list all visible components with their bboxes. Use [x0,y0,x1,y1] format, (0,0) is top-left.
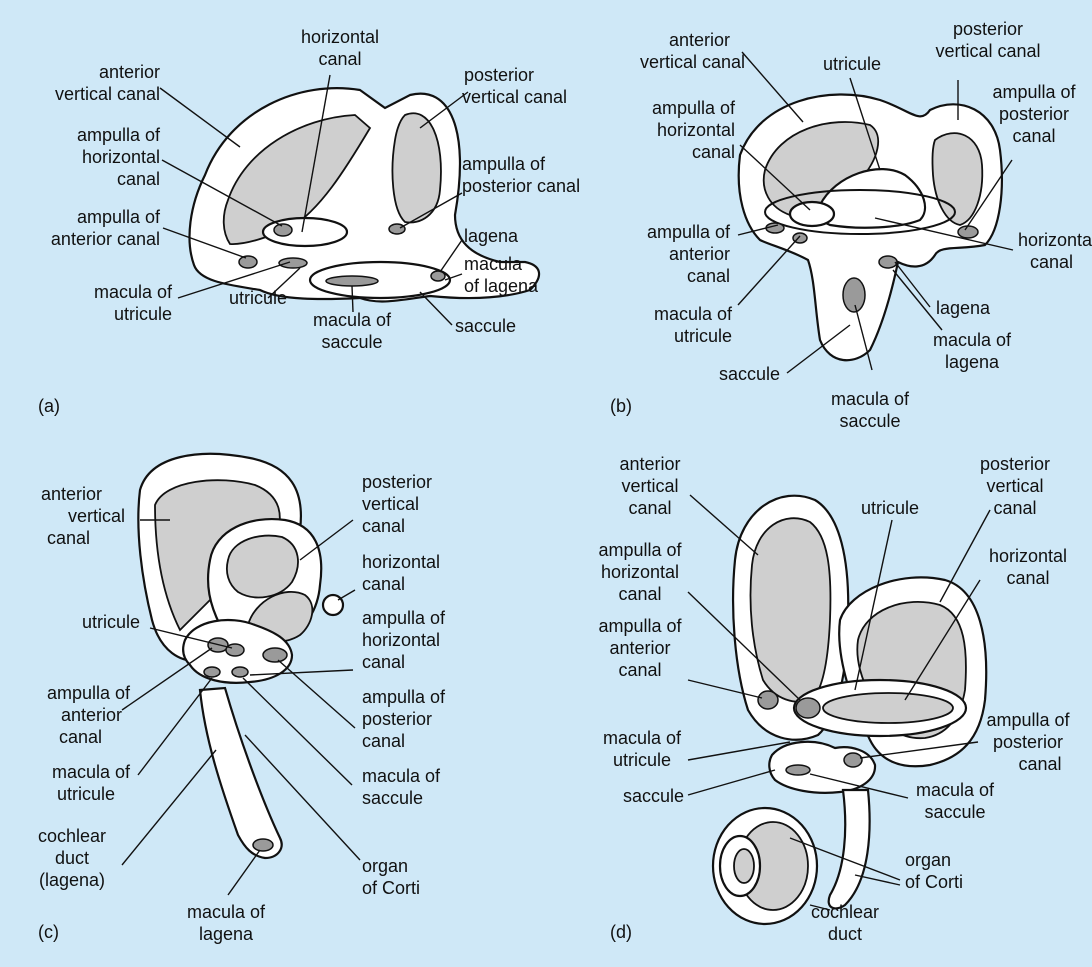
panel-a-macula-lagena [431,271,445,281]
panel-a-ampulla-posterior [389,224,405,234]
panel-a-ampulla-anterior [239,256,257,268]
panel-c-tag: (c) [38,922,59,942]
panel-c-macula-saccule [232,667,248,677]
panel-b-lagena-spot [879,256,897,268]
panel-b-ampulla-posterior [958,226,978,238]
panel-a-macula-saccule [326,276,378,286]
panel-b-macula-saccule [843,278,865,312]
label-b-utricule: utricule [823,54,881,74]
panel-d-ampulla-posterior [844,753,862,767]
panel-c-macula-utricule [204,667,220,677]
panel-c-ampulla-posterior [263,648,287,662]
panel-d-ampulla-anterior [758,691,778,709]
panel-d-tag: (d) [610,922,632,942]
panel-c-cochlear-duct [200,688,282,858]
label-c-utricule: utricule [82,612,140,632]
panel-a-tag: (a) [38,396,60,416]
panel-d-cochlear-duct-stem [829,790,870,908]
label-b-saccule: saccule [719,364,780,384]
panel-c-ampulla-horizontal [226,644,244,656]
panel-d-horizontal-canal-lumen [823,693,953,723]
label-a-utricule: utricule [229,288,287,308]
label-a-lagena: lagena [464,226,519,246]
panel-d-macula-saccule [786,765,810,775]
panel-a-macula-utricule [279,258,307,268]
panel-c-horizontal-canal-tip [323,595,343,615]
panel-a-ampulla-horizontal [274,224,292,236]
panel-b-ampulla-horizontal [790,202,834,226]
panel-d-ampulla-horizontal [796,698,820,718]
panel-c-posterior-canal-lumen [227,536,298,598]
panel-d-anterior-canal-lumen [750,518,830,702]
panel-d-saccule-region [769,742,875,793]
panel-b-tag: (b) [610,396,632,416]
label-d-saccule: saccule [623,786,684,806]
label-b-lagena: lagena [936,298,991,318]
label-a-saccule: saccule [455,316,516,336]
panel-a-posterior-canal-lumen [392,113,440,222]
panel-d-cochlea-inner-lumen [734,849,754,883]
label-d-utricule: utricule [861,498,919,518]
panel-c-macula-lagena [253,839,273,851]
